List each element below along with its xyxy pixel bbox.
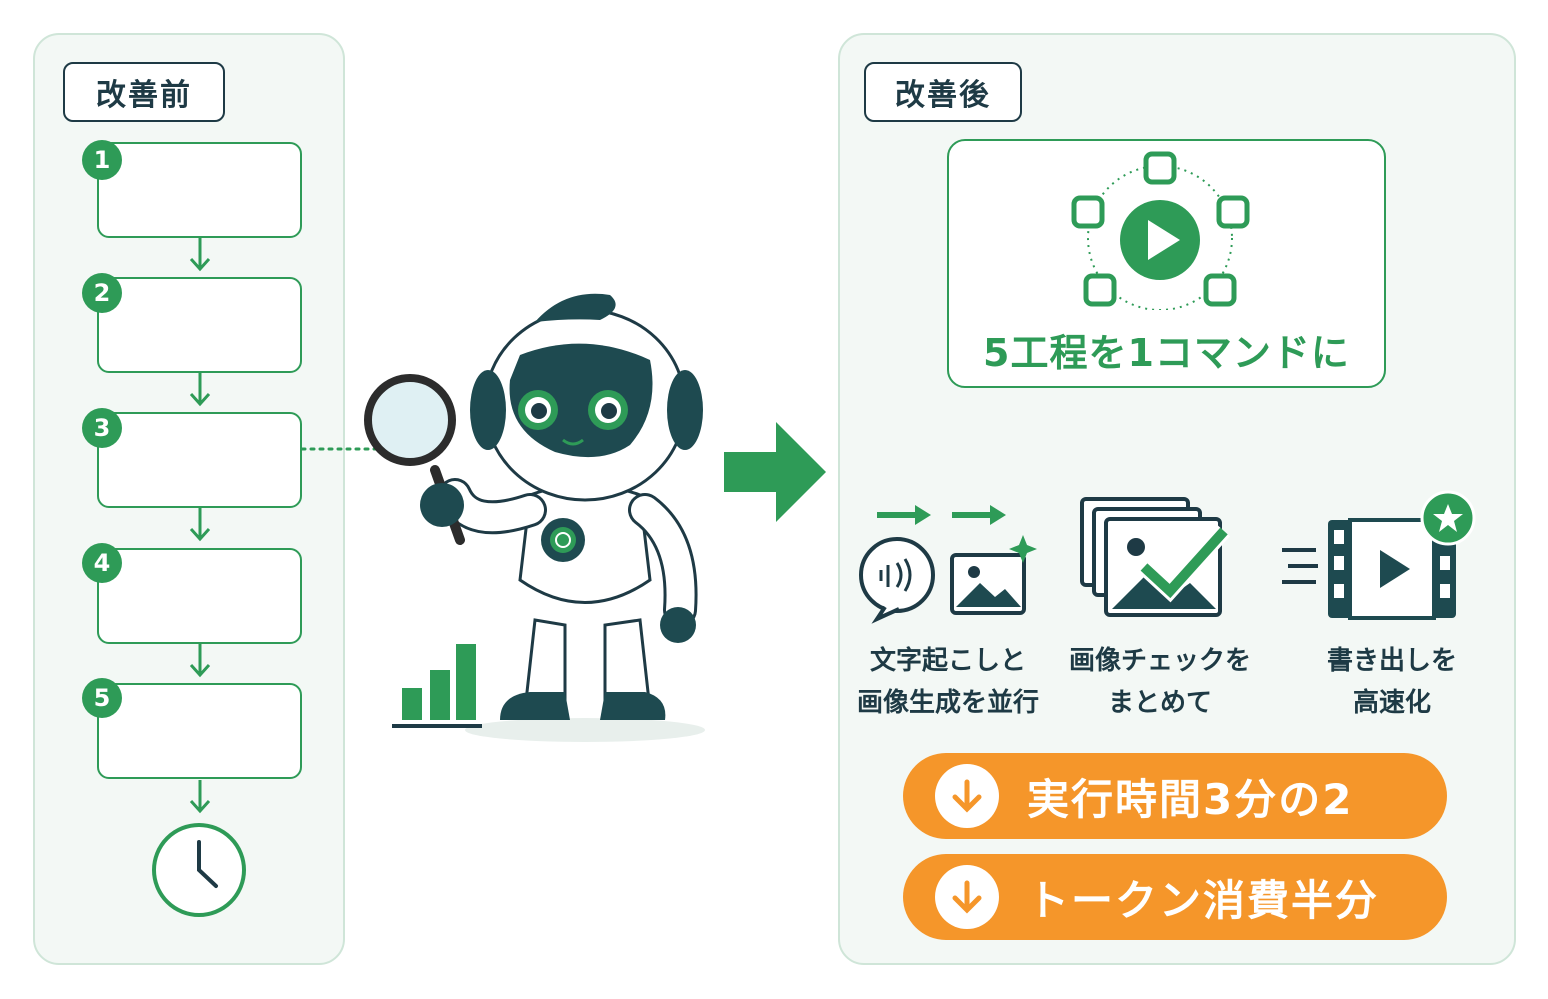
step-box-5 bbox=[97, 683, 302, 779]
feature-label-export: 書き出しを 高速化 bbox=[1326, 646, 1457, 718]
magnifier-icon bbox=[364, 374, 465, 545]
step-box-2 bbox=[97, 277, 302, 373]
step-number-5: 5 bbox=[82, 678, 122, 718]
step-number-3: 3 bbox=[82, 408, 122, 448]
feature-label-parallel: 文字起こしと 画像生成を並行 bbox=[856, 646, 1039, 718]
arrow-down-icon bbox=[935, 764, 999, 828]
headline: 5工程を1コマンドに bbox=[983, 331, 1350, 375]
arrow-down-icon bbox=[189, 373, 211, 407]
step-box-4 bbox=[97, 548, 302, 644]
clock-icon bbox=[152, 823, 246, 917]
step-box-1 bbox=[97, 142, 302, 238]
bar-chart-icon bbox=[392, 644, 482, 728]
result-time: 実行時間3分の2 bbox=[903, 753, 1447, 839]
result-tokens-text: トークン消費半分 bbox=[1027, 875, 1380, 925]
before-title: 改善前 bbox=[63, 62, 225, 122]
arrow-down-icon bbox=[189, 508, 211, 542]
arrow-down-icon bbox=[189, 644, 211, 678]
play-icon bbox=[1071, 151, 1250, 310]
film-play-star-icon bbox=[1282, 490, 1476, 620]
arrow-down-icon bbox=[189, 780, 211, 814]
result-time-text: 実行時間3分の2 bbox=[1027, 774, 1354, 824]
arrow-down-icon bbox=[189, 238, 211, 272]
robot-mascot bbox=[364, 293, 705, 742]
feature-label-image-check: 画像チェックを まとめて bbox=[1068, 646, 1251, 718]
step-box-3 bbox=[97, 412, 302, 508]
after-title: 改善後 bbox=[864, 62, 1022, 122]
step-number-2: 2 bbox=[82, 273, 122, 313]
image-stack-check-icon bbox=[1080, 497, 1230, 617]
arrow-right-icon bbox=[724, 422, 826, 522]
result-tokens: トークン消費半分 bbox=[903, 854, 1447, 940]
speech-audio-icon bbox=[859, 505, 1037, 624]
step-number-1: 1 bbox=[82, 140, 122, 180]
step-number-4: 4 bbox=[82, 543, 122, 583]
arrow-down-icon bbox=[935, 865, 999, 929]
image-sparkle-icon bbox=[950, 535, 1037, 615]
